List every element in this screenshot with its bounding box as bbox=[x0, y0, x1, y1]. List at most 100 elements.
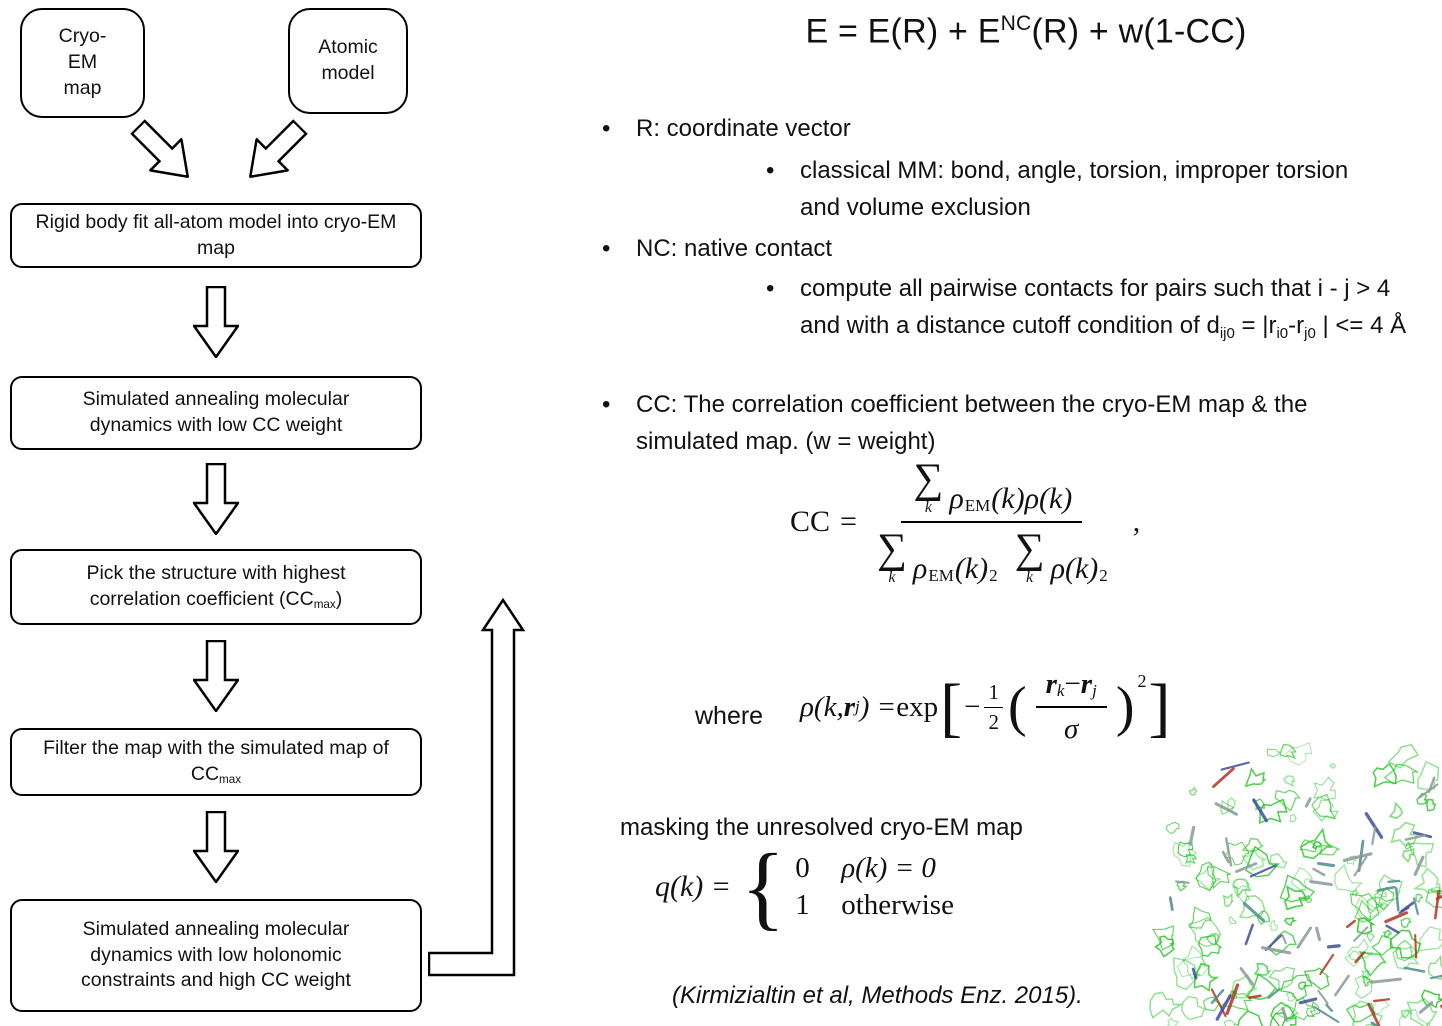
sigma-index: k bbox=[888, 569, 896, 586]
bullet-marker: • bbox=[766, 275, 775, 302]
cc-eq-comma: , bbox=[1132, 505, 1141, 538]
arg-k: (k) bbox=[954, 552, 989, 585]
energy-equation-title: E = E(R) + ENC(R) + w(1-CC) bbox=[756, 12, 1296, 51]
sigma: ∑ bbox=[1014, 526, 1045, 572]
case-row: 1 otherwise bbox=[795, 889, 954, 922]
sigma-index: k bbox=[1026, 569, 1034, 586]
bullet-r-text: R: coordinate vector bbox=[636, 115, 851, 142]
r-vector-sub: j bbox=[1092, 681, 1097, 700]
pairwise-p1: compute all pairwise contacts for pairs … bbox=[800, 275, 1391, 340]
rho-lhs: ρ(k, bbox=[800, 690, 844, 723]
r-vector: r bbox=[1045, 668, 1057, 700]
rho: ρ bbox=[1024, 482, 1039, 515]
case-condition-0: ρ(k) = 0 bbox=[841, 852, 936, 884]
sum-symbol: ∑k bbox=[1015, 528, 1045, 586]
arg-k: (k) bbox=[1038, 482, 1073, 515]
case-condition-1: otherwise bbox=[841, 889, 954, 921]
sigma-index: k bbox=[924, 499, 932, 516]
pairwise-p2: = |r bbox=[1234, 312, 1277, 340]
q-lhs: q(k) = bbox=[655, 870, 732, 903]
arrow-down-icon bbox=[193, 811, 239, 883]
bullet-r: • R: coordinate vector bbox=[602, 110, 1396, 147]
flow-box-pick-structure-label: Pick the structure with highest correlat… bbox=[57, 561, 375, 612]
energy-eq-superscript: NC bbox=[1000, 12, 1032, 35]
case-row: 0 ρ(k) = 0 bbox=[795, 852, 954, 885]
one-half-fraction: 1 2 bbox=[984, 680, 1003, 735]
bullet-pairwise-contacts-text: compute all pairwise contacts for pairs … bbox=[800, 270, 1412, 345]
case-value-0: 0 bbox=[795, 852, 810, 884]
pairwise-p3: -r bbox=[1288, 312, 1305, 340]
sum-symbol: ∑k bbox=[913, 458, 943, 516]
sigma: ∑ bbox=[876, 526, 907, 572]
pairwise-sub1: ij0 bbox=[1219, 325, 1235, 343]
flow-box-sa-low-cc: Simulated annealing molecular dynamics w… bbox=[10, 376, 422, 450]
em-superscript: EM bbox=[928, 566, 954, 585]
cases-block: 0 ρ(k) = 0 1 otherwise bbox=[795, 852, 954, 922]
cc-eq-lhs: CC bbox=[790, 505, 831, 538]
r-vector-sub: j bbox=[855, 697, 860, 716]
r-vector-sub: k bbox=[1056, 681, 1065, 700]
masking-equation: q(k) = { 0 ρ(k) = 0 1 otherwise bbox=[655, 834, 954, 940]
case-value-1: 1 bbox=[795, 889, 810, 921]
rho: ρ bbox=[912, 552, 928, 585]
minus-sign: − bbox=[1064, 668, 1081, 700]
r-diff-denominator: σ bbox=[1064, 708, 1078, 746]
flow-box-sa-low-cc-label: Simulated annealing molecular dynamics w… bbox=[82, 388, 350, 436]
squared: 2 bbox=[1137, 670, 1147, 691]
flow-box-rigid-body-fit-label: Rigid body fit all-atom model into cryo-… bbox=[35, 210, 397, 259]
half-numerator: 1 bbox=[984, 680, 1003, 708]
flow-box-filter-map-label: Filter the map with the simulated map of… bbox=[38, 736, 394, 787]
r-vector: r bbox=[1080, 668, 1093, 700]
bullet-nc: • NC: native contact bbox=[602, 230, 1396, 267]
arrow-down-icon bbox=[193, 463, 239, 535]
feedback-arrow-up-icon bbox=[428, 598, 526, 977]
arrow-diagonal-right-icon bbox=[130, 119, 190, 179]
cc-eq-equals: = bbox=[840, 505, 857, 538]
rho: ρ bbox=[1050, 552, 1065, 585]
arrow-down-icon bbox=[193, 640, 239, 712]
squared: 2 bbox=[1099, 566, 1108, 585]
arrow-diagonal-left-icon bbox=[248, 119, 308, 179]
flow-box-cryo-em-map: Cryo-EM map bbox=[20, 8, 145, 118]
molecule-image bbox=[1148, 742, 1442, 1026]
minus-sign: − bbox=[964, 690, 981, 723]
bullet-cc: • CC: The correlation coefficient betwee… bbox=[602, 386, 1326, 460]
pick-structure-subscript: max bbox=[313, 597, 336, 611]
where-label: where bbox=[695, 702, 764, 730]
bullet-pairwise-contacts: • compute all pairwise contacts for pair… bbox=[766, 270, 1412, 345]
pick-structure-close: ) bbox=[335, 588, 343, 610]
energy-eq-part2: (R) + w(1-CC) bbox=[1031, 12, 1247, 51]
bullet-marker: • bbox=[602, 115, 611, 142]
filter-map-subscript: max bbox=[219, 772, 242, 786]
r-vector: r bbox=[843, 690, 855, 723]
flow-box-atomic-model: Atomic model bbox=[288, 8, 408, 114]
bullet-classical-mm: • classical MM: bond, angle, torsion, im… bbox=[766, 152, 1360, 226]
flow-box-atomic-model-label: Atomic model bbox=[318, 36, 378, 84]
exp-operator: exp bbox=[896, 690, 939, 723]
flow-box-filter-map: Filter the map with the simulated map of… bbox=[10, 728, 422, 796]
flow-box-sa-high-cc: Simulated annealing molecular dynamics w… bbox=[10, 899, 422, 1012]
half-denominator: 2 bbox=[988, 709, 999, 734]
sum-symbol: ∑k bbox=[877, 528, 907, 586]
flow-box-cryo-em-map-label: Cryo-EM map bbox=[58, 25, 107, 99]
arrow-down-icon bbox=[193, 286, 239, 358]
sigma: ∑ bbox=[913, 456, 944, 502]
bullet-marker: • bbox=[766, 157, 775, 184]
bullet-marker: • bbox=[602, 391, 611, 418]
bullet-classical-mm-text: classical MM: bond, angle, torsion, impr… bbox=[800, 157, 1349, 222]
rho: ρ bbox=[949, 482, 964, 515]
molecule-svg bbox=[1149, 742, 1442, 1026]
arg-k: (k) bbox=[1064, 552, 1099, 585]
flow-box-pick-structure: Pick the structure with highest correlat… bbox=[10, 549, 422, 625]
pick-structure-text: Pick the structure with highest correlat… bbox=[86, 562, 346, 610]
arg-k: (k) bbox=[991, 482, 1025, 515]
citation-text: (Kirmizialtin et al, Methods Enz. 2015). bbox=[672, 982, 1083, 1009]
bullet-cc-text: CC: The correlation coefficient between … bbox=[636, 391, 1308, 456]
